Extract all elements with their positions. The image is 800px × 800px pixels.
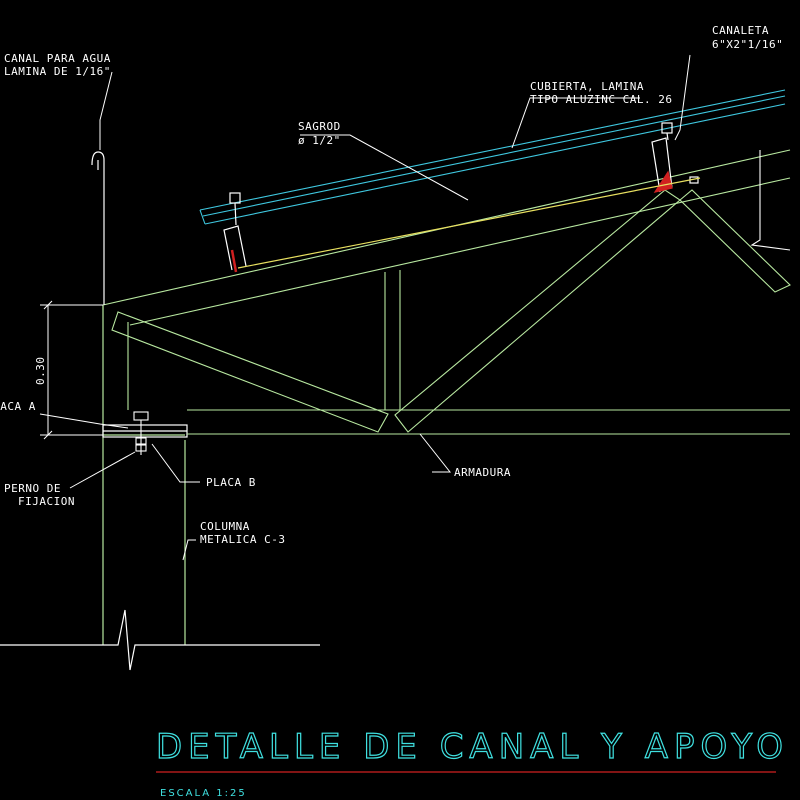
label-armadura: ARMADURA <box>454 466 511 479</box>
label-sagrod-1: SAGROD <box>298 120 341 133</box>
label-canaleta-1: CANALETA <box>712 24 769 37</box>
anchor-bolt <box>133 411 149 455</box>
sagrod <box>237 177 701 269</box>
dimension <box>40 300 103 440</box>
column <box>0 305 320 671</box>
label-canaleta-2: 6"X2"1/16" <box>712 38 783 51</box>
label-sagrod-2: ø 1/2" <box>298 134 341 147</box>
dimension-label: 0.30 <box>34 357 47 386</box>
label-placa-b: PLACA B <box>206 476 256 489</box>
drawing-scale: ESCALA 1:25 <box>160 788 247 799</box>
label-perno-2: FIJACION <box>18 495 75 508</box>
gutter <box>91 151 105 305</box>
base-plates <box>102 424 188 438</box>
label-columna-1: COLUMNA <box>200 520 250 533</box>
label-cubierta-1: CUBIERTA, LAMINA <box>530 80 644 93</box>
purlins <box>223 122 699 273</box>
label-canal-1: CANAL PARA AGUA <box>4 52 111 65</box>
label-canal-2: LAMINA DE 1/16" <box>4 65 111 78</box>
truss <box>102 149 791 435</box>
label-perno-1: PERNO DE <box>4 482 61 495</box>
drawing-title: DETALLE DE CANAL Y APOYO <box>156 727 789 767</box>
leader-lines <box>39 54 691 561</box>
label-cubierta-2: TIPO ALUZINC CAL. 26 <box>530 93 672 106</box>
label-columna-2: METALICA C-3 <box>200 533 285 546</box>
roof-sheet <box>199 89 786 225</box>
label-placa-a: PLACA A <box>0 400 36 413</box>
